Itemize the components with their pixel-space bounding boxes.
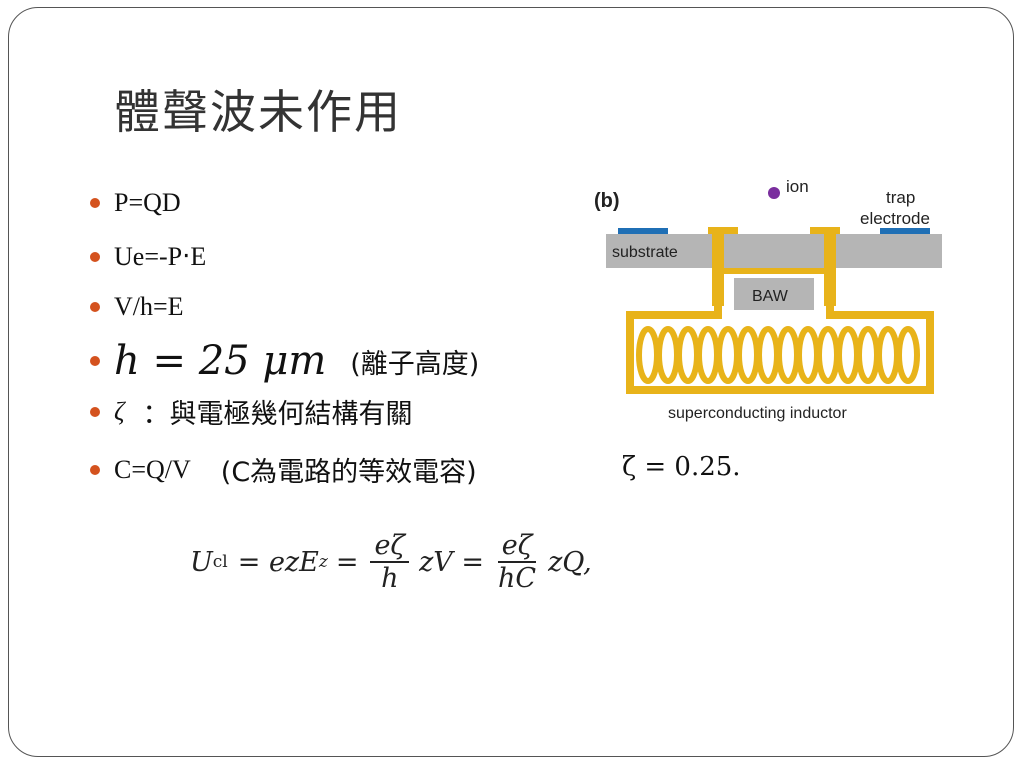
bullet-dot (90, 252, 100, 262)
zeta-symbol: ζ (114, 396, 125, 426)
formula-tail: zQ, (548, 546, 592, 578)
trap-electrode-right (880, 228, 930, 234)
bullet-dot (90, 356, 100, 366)
substrate-label: substrate (612, 244, 678, 261)
substrate-block (606, 234, 942, 268)
formula-eq1: = ezE (237, 546, 319, 578)
ion-label: ion (786, 177, 809, 196)
bullet-text: C=Q/V (114, 454, 191, 484)
formula-lhs: U (190, 546, 213, 578)
bullet-item: V/h=E (90, 292, 184, 322)
feed-cap-left (708, 227, 738, 234)
bullet-item: Ue=-P‧E (90, 242, 206, 272)
bullet-text: (離子高度) (350, 348, 480, 380)
fraction-1: eζ h (370, 530, 410, 595)
formula-lhs-sub: cl (212, 552, 228, 573)
baw-label: BAW (752, 288, 789, 305)
zeta-value: ζ = 0.25. (622, 452, 741, 482)
bullet-text: ：與電極幾何結構有關 (142, 399, 413, 430)
feed-bridge (724, 268, 824, 274)
bullet-item: ζ ：與電極幾何結構有關 (90, 392, 413, 431)
bullet-dot (90, 198, 100, 208)
panel-label: (b) (594, 190, 620, 212)
bullet-text: Ue=-P‧E (114, 242, 207, 271)
bullet-dot (90, 302, 100, 312)
fraction-2-numerator: eζ (497, 530, 537, 564)
bullet-text: P=QD (114, 188, 181, 217)
bullet-item: h = 25 μm (離子高度) (90, 338, 479, 384)
feed-right (824, 234, 836, 306)
inductor-coils (636, 326, 920, 384)
bullet-item: C=Q/V (C為電路的等效電容) (90, 450, 477, 489)
baw-device-diagram: (b) ion trap electrode substrate BAW sup… (594, 177, 942, 422)
bullet-dot (90, 464, 100, 475)
inductor-label: superconducting inductor (668, 405, 847, 422)
inductor-frame (626, 306, 934, 394)
ion-height-math: h = 25 μm (114, 338, 327, 384)
bullet-text: V/h=E (114, 292, 184, 321)
ion-dot (768, 187, 780, 199)
bullet-text-2: (C為電路的等效電容) (220, 457, 477, 488)
trap-electrode-left (618, 228, 668, 234)
formula-mid: zV = (419, 546, 485, 578)
feed-cap-right (810, 227, 840, 234)
fraction-2-denominator: hC (498, 563, 537, 595)
trap-label-2: electrode (860, 209, 930, 228)
bullet-item: P=QD (90, 188, 181, 218)
fraction-2: eζ hC (494, 530, 540, 594)
fraction-1-numerator: eζ (370, 530, 410, 564)
formula-eq2: = (335, 546, 359, 578)
formula-eq1-sub: z (318, 552, 328, 573)
baw-block (734, 278, 814, 310)
trap-label-1: trap (886, 188, 915, 207)
bullet-dot (90, 406, 100, 417)
feed-left (712, 234, 724, 306)
slide-title: 體聲波未作用 (114, 85, 402, 139)
slide-frame (8, 7, 1014, 757)
fraction-1-denominator: h (381, 563, 399, 595)
